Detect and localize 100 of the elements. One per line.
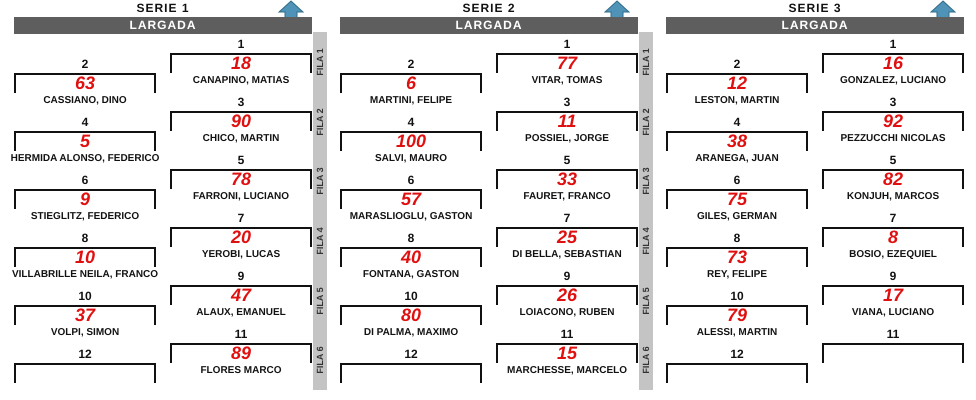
position-number: 2 xyxy=(82,58,88,71)
car-number: 18 xyxy=(230,54,252,73)
position-number: 7 xyxy=(890,212,896,225)
car-number: 6 xyxy=(406,74,416,93)
car-number: 89 xyxy=(230,344,252,363)
car-number: 79 xyxy=(726,306,748,325)
driver-name: FLORES MARCO xyxy=(200,365,282,377)
row-label: FILA 3 xyxy=(315,168,325,195)
car-number: 90 xyxy=(230,112,252,131)
driver-name: VITAR, TOMAS xyxy=(532,75,602,87)
driver-name: KONJUH, MARCOS xyxy=(846,191,940,203)
position-number: 8 xyxy=(408,232,414,245)
driver-name: GONZALEZ, LUCIANO xyxy=(840,75,946,87)
position-number: 2 xyxy=(408,58,414,71)
start-banner: LARGADA xyxy=(666,17,964,34)
row-label: FILA 1 xyxy=(641,48,651,76)
position-number: 12 xyxy=(78,348,92,361)
position-number: 11 xyxy=(234,328,248,341)
driver-name: SALVI, MAURO xyxy=(374,153,448,165)
car-number: 25 xyxy=(556,228,578,247)
car-number: 38 xyxy=(726,132,748,151)
row-label: FILA 1 xyxy=(315,48,325,76)
car-number: 37 xyxy=(74,306,96,325)
row-label: FILA 5 xyxy=(641,286,651,314)
driver-name: ARANEGA, JUAN xyxy=(695,153,779,165)
position-number: 8 xyxy=(734,232,740,245)
position-number: 8 xyxy=(82,232,88,245)
position-number: 3 xyxy=(890,96,896,109)
driver-name: LESTON, MARTIN xyxy=(694,95,780,107)
car-number: 12 xyxy=(726,74,748,93)
car-number: 15 xyxy=(556,344,578,363)
driver-name: MARCHESSE, MARCELO xyxy=(507,365,627,377)
car-number: 80 xyxy=(400,306,422,325)
row-label: FILA 2 xyxy=(641,108,651,136)
driver-name: CANAPINO, MATIAS xyxy=(192,75,290,87)
position-number: 6 xyxy=(82,174,88,187)
driver-name: MARASLIOGLU, GASTON xyxy=(350,211,472,223)
start-banner: LARGADA xyxy=(14,17,312,34)
driver-name: VOLPI, SIMON xyxy=(50,327,120,339)
car-number: 92 xyxy=(882,112,904,131)
car-number: 10 xyxy=(74,248,96,267)
driver-name: FAURET, FRANCO xyxy=(523,191,611,203)
position-number: 11 xyxy=(560,328,574,341)
driver-name: BOSIO, EZEQUIEL xyxy=(849,249,937,261)
row-label: FILA 2 xyxy=(315,108,325,136)
driver-name: HERMIDA ALONSO, FEDERICO xyxy=(10,153,160,165)
start-banner: LARGADA xyxy=(340,17,638,34)
grid-slot xyxy=(822,212,964,262)
position-number: 9 xyxy=(564,270,570,283)
driver-name: STIEGLITZ, FEDERICO xyxy=(30,211,140,223)
position-number: 9 xyxy=(238,270,244,283)
position-number: 5 xyxy=(238,154,244,167)
position-number: 11 xyxy=(886,328,900,341)
car-number: 78 xyxy=(230,170,252,189)
series-title: SERIE 2 xyxy=(462,2,516,15)
series-title: SERIE 3 xyxy=(788,2,842,15)
car-number: 16 xyxy=(882,54,904,73)
car-number: 17 xyxy=(882,286,904,305)
driver-name: CASSIANO, DINO xyxy=(43,95,127,107)
driver-name: YEROBI, LUCAS xyxy=(202,249,280,261)
position-number: 6 xyxy=(408,174,414,187)
driver-name: DI PALMA, MAXIMO xyxy=(364,327,458,339)
driver-name: LOIACONO, RUBEN xyxy=(520,307,614,319)
car-number: 47 xyxy=(230,286,252,305)
driver-name: PEZZUCCHI NICOLAS xyxy=(840,133,946,145)
position-number: 12 xyxy=(730,348,744,361)
position-number: 10 xyxy=(404,290,418,303)
car-number: 40 xyxy=(400,248,422,267)
car-number: 100 xyxy=(396,132,426,151)
car-number: 9 xyxy=(80,190,90,209)
position-number: 4 xyxy=(82,116,88,129)
driver-name: GILES, GERMAN xyxy=(697,211,777,223)
driver-name: REY, FELIPE xyxy=(707,269,767,281)
position-number: 3 xyxy=(238,96,244,109)
position-number: 5 xyxy=(890,154,896,167)
series-title: SERIE 1 xyxy=(136,2,190,15)
car-number: 77 xyxy=(556,54,578,73)
position-number: 12 xyxy=(404,348,418,361)
driver-name: FONTANA, GASTON xyxy=(362,269,460,281)
position-number: 7 xyxy=(238,212,244,225)
car-number: 5 xyxy=(80,132,90,151)
row-label: FILA 4 xyxy=(641,227,651,254)
position-number: 6 xyxy=(734,174,740,187)
car-number: 33 xyxy=(556,170,578,189)
car-number: 82 xyxy=(882,170,904,189)
car-number: 11 xyxy=(558,112,576,131)
position-number: 1 xyxy=(564,38,570,51)
position-number: 7 xyxy=(564,212,570,225)
position-number: 2 xyxy=(734,58,740,71)
car-number: 73 xyxy=(726,248,748,267)
driver-name: ALESSI, MARTIN xyxy=(696,327,778,339)
row-label: FILA 5 xyxy=(315,286,325,314)
car-number: 63 xyxy=(74,74,96,93)
position-number: 4 xyxy=(408,116,414,129)
car-number: 20 xyxy=(230,228,252,247)
row-label: FILA 6 xyxy=(641,346,651,374)
position-number: 1 xyxy=(890,38,896,51)
car-number: 75 xyxy=(726,190,748,209)
car-number: 57 xyxy=(400,190,422,209)
car-number: 26 xyxy=(556,286,578,305)
